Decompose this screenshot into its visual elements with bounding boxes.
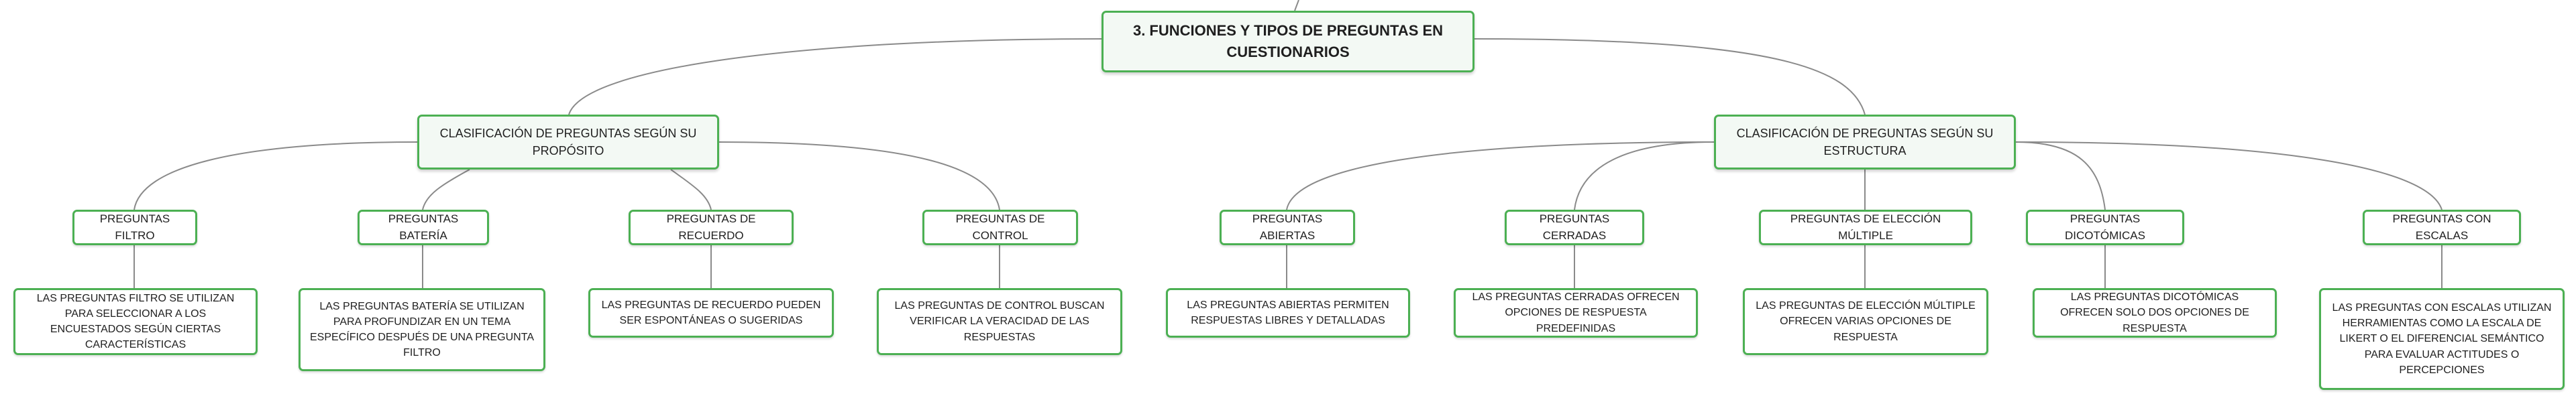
category-node-purpose[interactable]: CLASIFICACIÓN DE PREGUNTAS SEGÚN SU PROP… <box>417 115 719 170</box>
description-node-filtro[interactable]: LAS PREGUNTAS FILTRO SE UTILIZAN PARA SE… <box>13 288 258 355</box>
description-node-recuerdo[interactable]: LAS PREGUNTAS DE RECUERDO PUEDEN SER ESP… <box>588 288 834 338</box>
connector-structure-to-escalas <box>2015 141 2443 210</box>
category-node-structure[interactable]: CLASIFICACIÓN DE PREGUNTAS SEGÚN SU ESTR… <box>1714 115 2016 170</box>
type-node-abiertas[interactable]: PREGUNTAS ABIERTAS <box>1220 210 1355 245</box>
description-node-control[interactable]: LAS PREGUNTAS DE CONTROL BUSCAN VERIFICA… <box>877 288 1122 355</box>
type-node-filtro[interactable]: PREGUNTAS FILTRO <box>72 210 197 245</box>
description-node-abiertas[interactable]: LAS PREGUNTAS ABIERTAS PERMITEN RESPUEST… <box>1166 288 1410 338</box>
description-node-escalas[interactable]: LAS PREGUNTAS CON ESCALAS UTILIZAN HERRA… <box>2319 288 2565 390</box>
connector-structure-to-abiertas <box>1286 141 1715 210</box>
type-node-bateria[interactable]: PREGUNTAS BATERÍA <box>358 210 489 245</box>
root-node[interactable]: 3. FUNCIONES Y TIPOS DE PREGUNTAS EN CUE… <box>1102 11 1474 72</box>
type-node-cerradas[interactable]: PREGUNTAS CERRADAS <box>1505 210 1644 245</box>
type-node-dicotomicas[interactable]: PREGUNTAS DICOTÓMICAS <box>2026 210 2184 245</box>
description-node-dicotomicas[interactable]: LAS PREGUNTAS DICOTÓMICAS OFRECEN SOLO D… <box>2033 288 2277 338</box>
description-node-cerradas[interactable]: LAS PREGUNTAS CERRADAS OFRECEN OPCIONES … <box>1454 288 1698 338</box>
connector-structure-to-dicotomicas <box>2015 141 2106 210</box>
description-node-eleccion-multiple[interactable]: LAS PREGUNTAS DE ELECCIÓN MÚLTIPLE OFREC… <box>1743 288 1988 355</box>
connector-purpose-to-control <box>718 141 1000 210</box>
type-node-recuerdo[interactable]: PREGUNTAS DE RECUERDO <box>629 210 794 245</box>
connector-structure-to-cerradas <box>1574 141 1715 210</box>
connector-purpose-to-recuerdo <box>670 169 712 210</box>
type-node-eleccion-multiple[interactable]: PREGUNTAS DE ELECCIÓN MÚLTIPLE <box>1759 210 1972 245</box>
type-node-control[interactable]: PREGUNTAS DE CONTROL <box>922 210 1078 245</box>
connector-root-to-purpose <box>568 38 1102 115</box>
type-node-escalas[interactable]: PREGUNTAS CON ESCALAS <box>2363 210 2521 245</box>
connector-purpose-to-filtro <box>133 141 418 210</box>
connector-purpose-to-bateria <box>422 169 470 210</box>
connector-root-to-structure <box>1474 38 1866 115</box>
description-node-bateria[interactable]: LAS PREGUNTAS BATERÍA SE UTILIZAN PARA P… <box>299 288 545 371</box>
connector-root-stub <box>1294 0 1299 11</box>
